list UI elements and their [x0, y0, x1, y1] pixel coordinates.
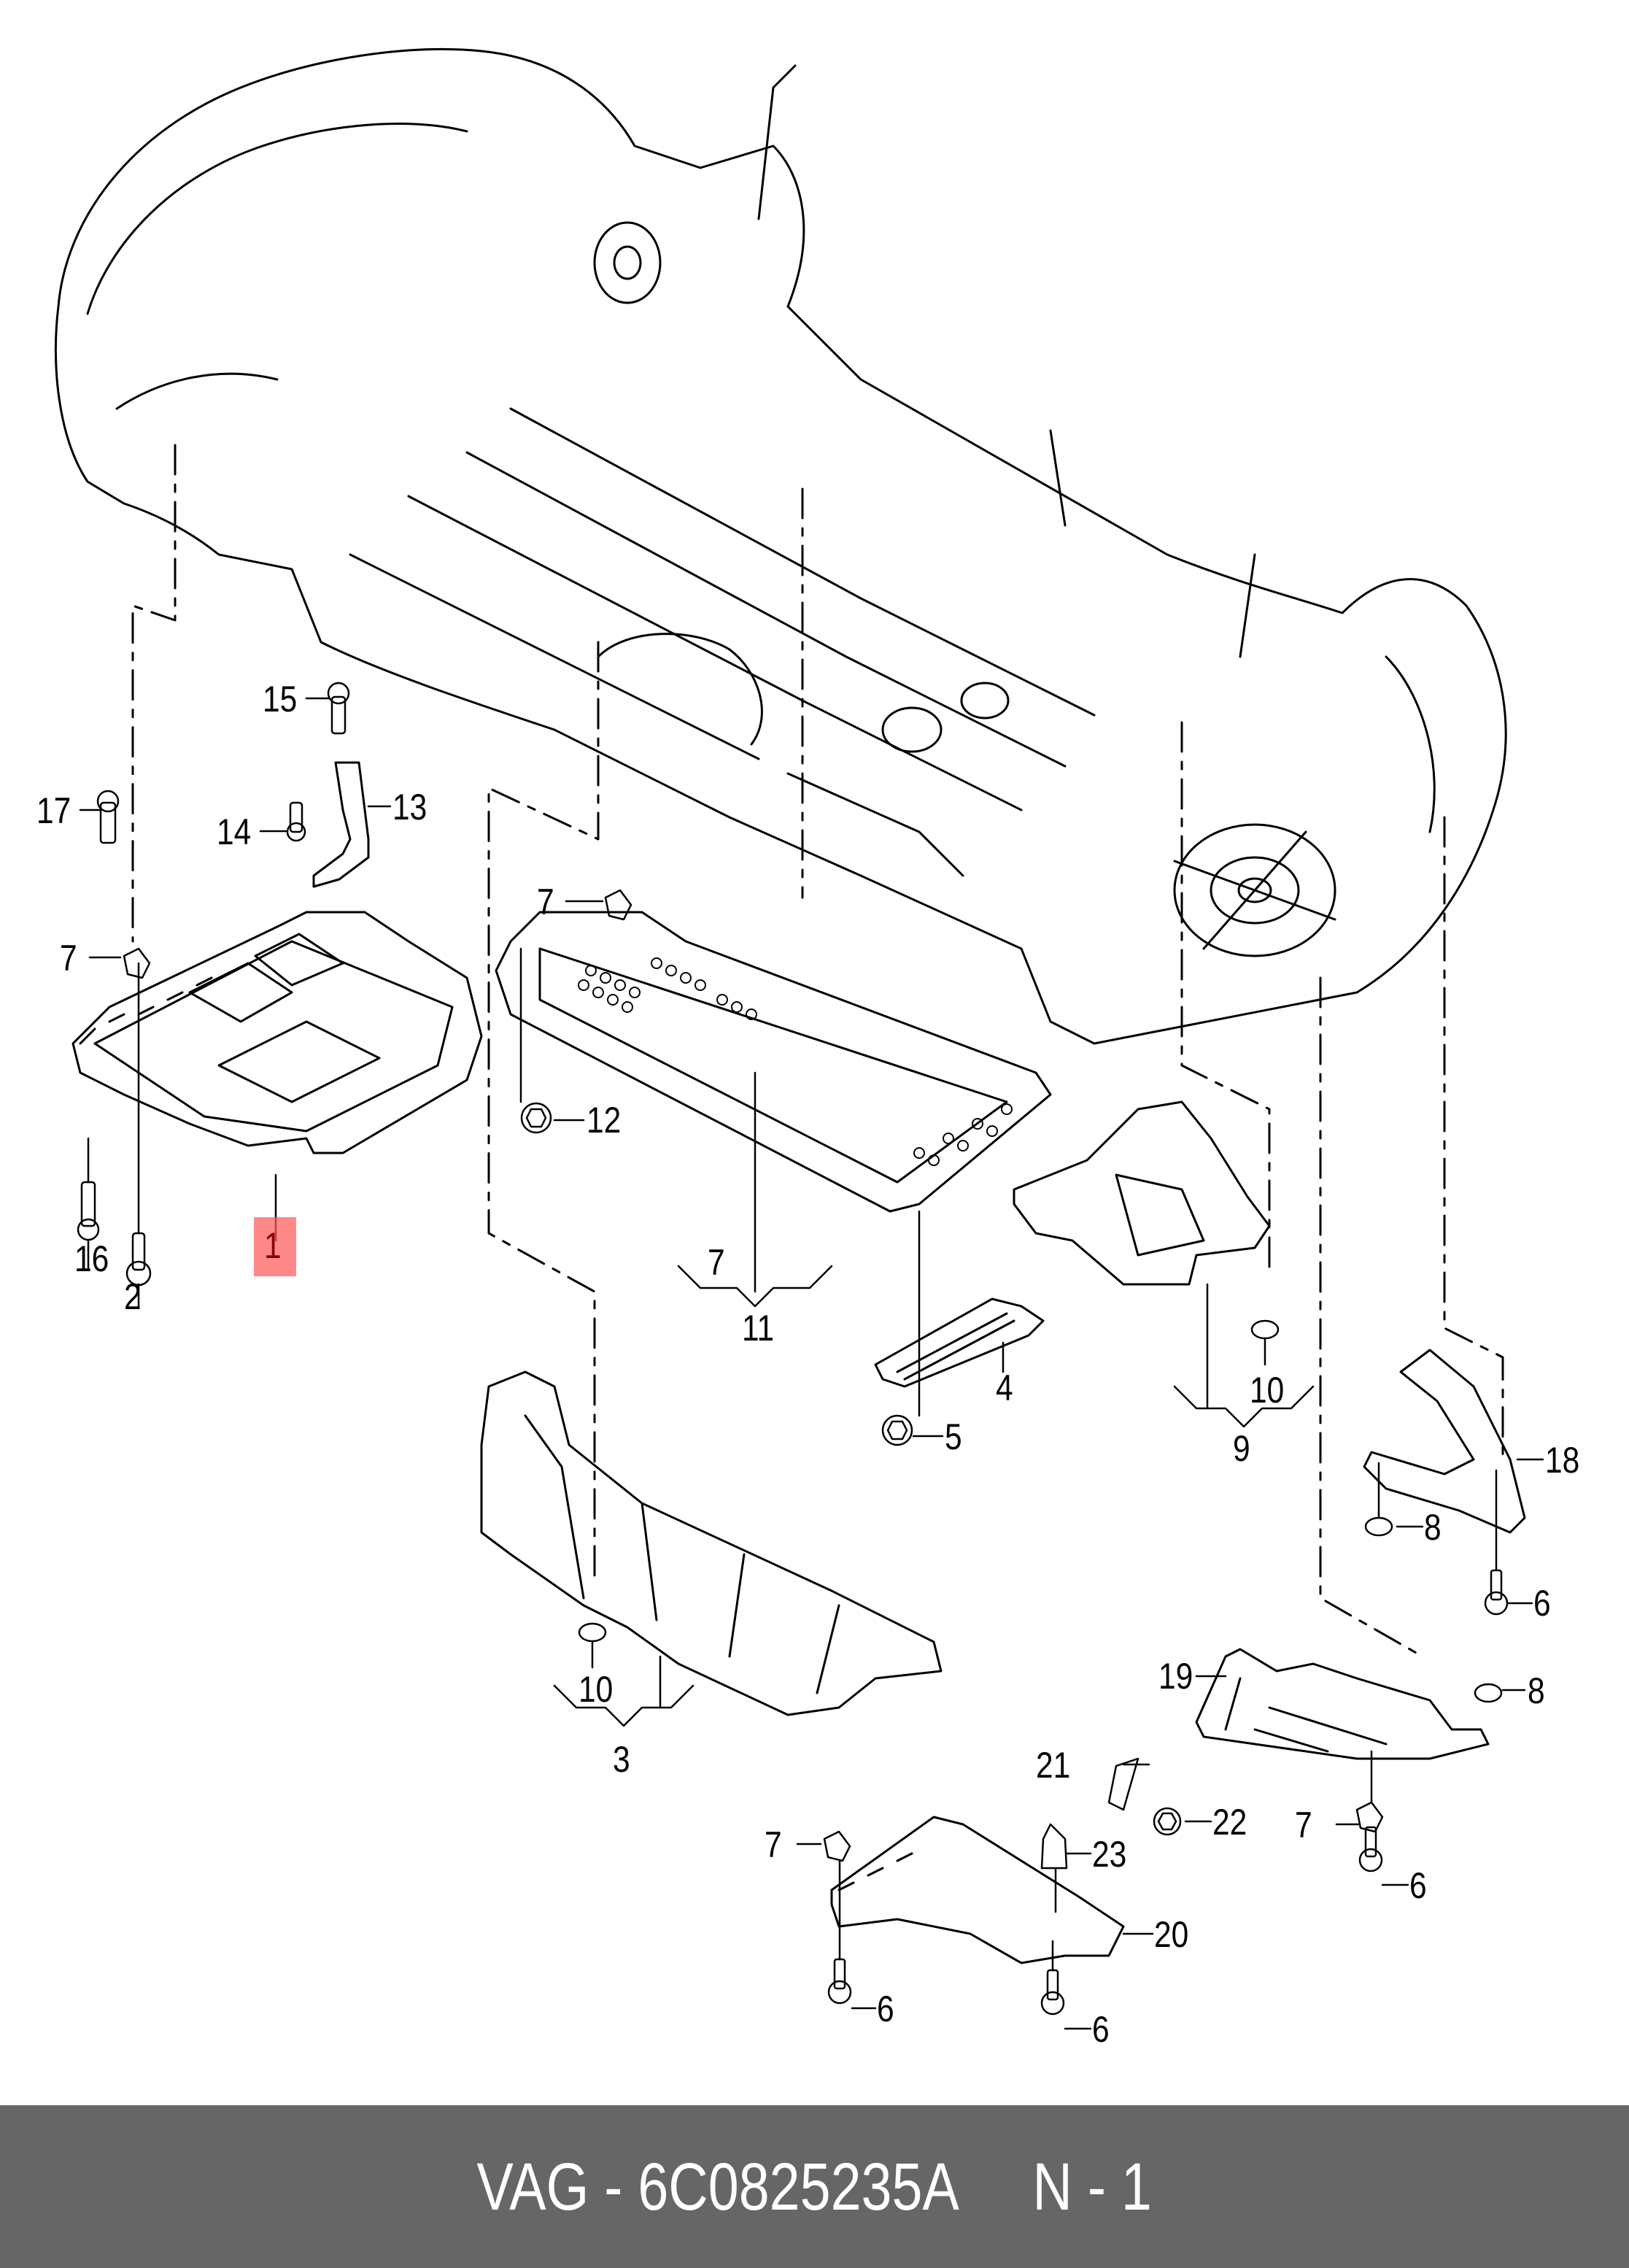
part-9-drawing: [1013, 1100, 1271, 1286]
callout-20: 20: [1154, 1914, 1189, 1955]
callout-18: 18: [1545, 1440, 1580, 1481]
callout-4: 4: [996, 1368, 1013, 1408]
callout-6: 6: [877, 1989, 894, 2029]
panel-holes: [578, 957, 1013, 1166]
leader-lines: [79, 697, 1544, 2030]
diagram-linework: [54, 47, 1544, 2030]
callout-15: 15: [263, 679, 298, 720]
dashed-leaders: [131, 444, 1504, 1658]
callout-7: 7: [60, 938, 77, 979]
callout-1: 1: [264, 1225, 282, 1266]
callout-8: 8: [1528, 1670, 1545, 1711]
callout-6: 6: [1533, 1583, 1551, 1624]
part-19-drawing: [1195, 1648, 1490, 1760]
callout-23: 23: [1092, 1834, 1127, 1875]
callout-9: 9: [1233, 1428, 1250, 1469]
callout-17: 17: [36, 790, 71, 831]
highlighted-callout-1[interactable]: 1: [254, 1217, 296, 1276]
callout-12: 12: [587, 1100, 622, 1141]
callout-13: 13: [392, 787, 427, 828]
callout-19: 19: [1158, 1656, 1193, 1697]
car-body-drawing: [54, 47, 1507, 1045]
parts-diagram: 17 15 14 13 7 16 2 1 7 12 7 11 4 5 10 9 …: [36, 47, 1580, 2050]
callout-7: 7: [537, 882, 554, 922]
fasteners: [77, 682, 1509, 2016]
callout-10: 10: [579, 1669, 614, 1710]
part-18-drawing: [1363, 1349, 1526, 1534]
callout-7: 7: [708, 1242, 725, 1283]
callout-16: 16: [74, 1238, 109, 1279]
part-13-drawing: [312, 761, 370, 888]
callout-10: 10: [1250, 1370, 1285, 1411]
callout-7: 7: [1295, 1805, 1312, 1845]
part-1-drawing: [71, 911, 483, 1154]
part-4-drawing: [874, 1297, 1045, 1388]
part-3-drawing: [480, 1370, 943, 1716]
callout-3: 3: [613, 1739, 630, 1780]
callout-11: 11: [742, 1308, 775, 1349]
callout-2: 2: [124, 1276, 142, 1317]
callout-6: 6: [1409, 1865, 1427, 1906]
part-20-drawing: [830, 1816, 1125, 1964]
part-11-drawing: [495, 911, 1052, 1213]
callout-14: 14: [217, 811, 252, 852]
footer-part-number: VAG - 6C0825235A N - 1: [476, 2149, 1153, 2224]
callout-21: 21: [1036, 1745, 1071, 1786]
callout-6: 6: [1092, 2009, 1110, 2050]
callout-7: 7: [765, 1824, 782, 1865]
callout-5: 5: [945, 1416, 962, 1457]
footer-bar: VAG - 6C0825235A N - 1: [0, 2105, 1629, 2268]
callout-8: 8: [1424, 1507, 1442, 1548]
callout-22: 22: [1212, 1802, 1247, 1843]
